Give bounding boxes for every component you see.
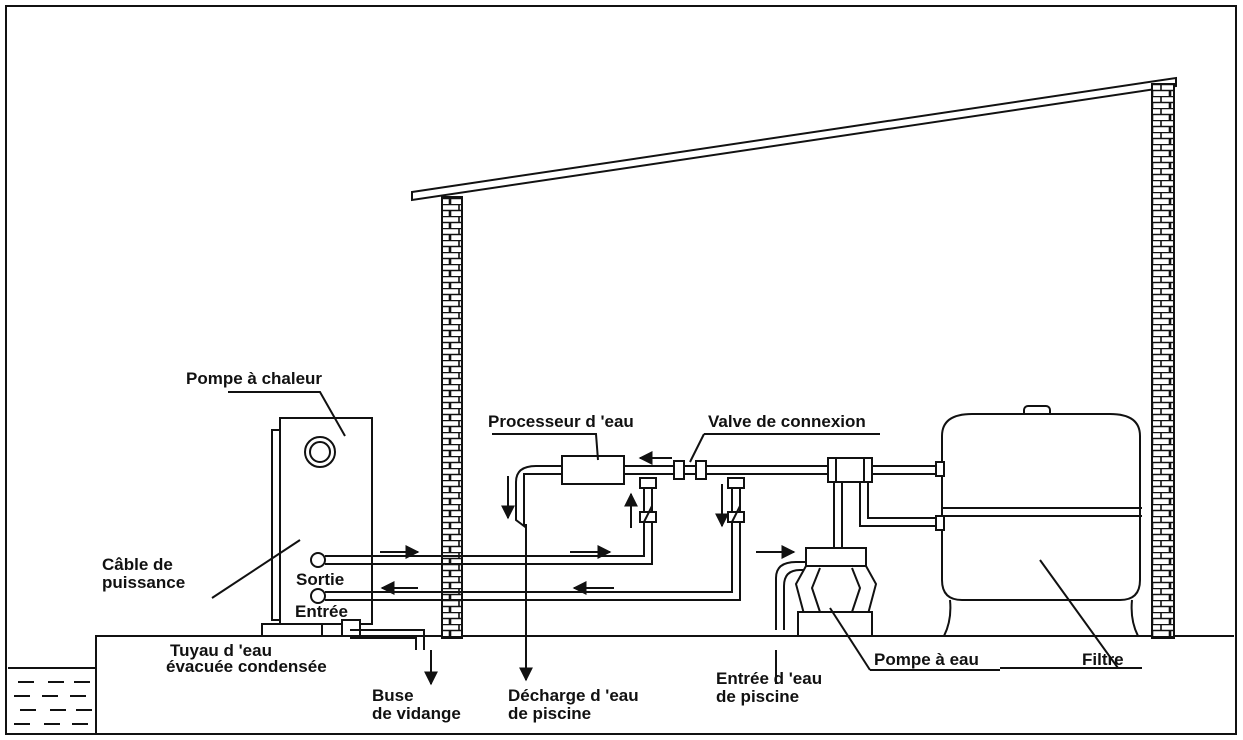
multiport-valve [827,457,940,560]
label-connection-valve: Valve de connexion [708,412,866,431]
pool-water [8,667,96,725]
label-water-processor: Processeur d 'eau [488,412,634,431]
diagram-frame [5,5,1237,735]
leader-lines [211,391,1142,684]
label-power-cable-line2: puissance [102,573,185,592]
label-condensate-line2: évacuée condensée [166,657,327,676]
label-drain-nozzle-line2: de vidange [372,704,461,723]
label-pool-discharge-line2: de piscine [508,704,591,723]
label-filter: Filtre [1082,650,1124,669]
main-pipe [530,465,940,475]
label-outlet: Sortie [296,570,344,589]
label-drain-nozzle-line1: Buse [372,686,414,705]
water-processor [561,455,625,485]
label-inlet: Entrée [295,602,348,621]
connection-valve-left [673,460,685,480]
label-water-pump: Pompe à eau [874,650,979,669]
label-heat-pump: Pompe à chaleur [186,369,322,388]
label-pool-inlet-line2: de piscine [716,687,799,706]
bypass-valve-1 [639,477,657,523]
brick-wall-left [441,196,463,639]
outlet-connector [310,552,326,568]
flow-arrows [380,451,796,595]
discharge-pipe [515,465,537,528]
label-pool-discharge-line1: Décharge d 'eau [508,686,639,705]
label-power-cable-line1: Câble de [102,555,173,574]
roof [411,76,1177,202]
filter-unit [935,405,1142,637]
label-condensate-line1: Tuyau d 'eau [170,641,272,660]
inlet-connector [310,588,326,604]
label-pool-inlet-line1: Entrée d 'eau [716,669,822,688]
connection-valve-right [695,460,707,480]
brick-wall-right [1151,83,1175,639]
condensate-pipe [350,629,425,650]
heat-pump-unit [261,417,373,637]
